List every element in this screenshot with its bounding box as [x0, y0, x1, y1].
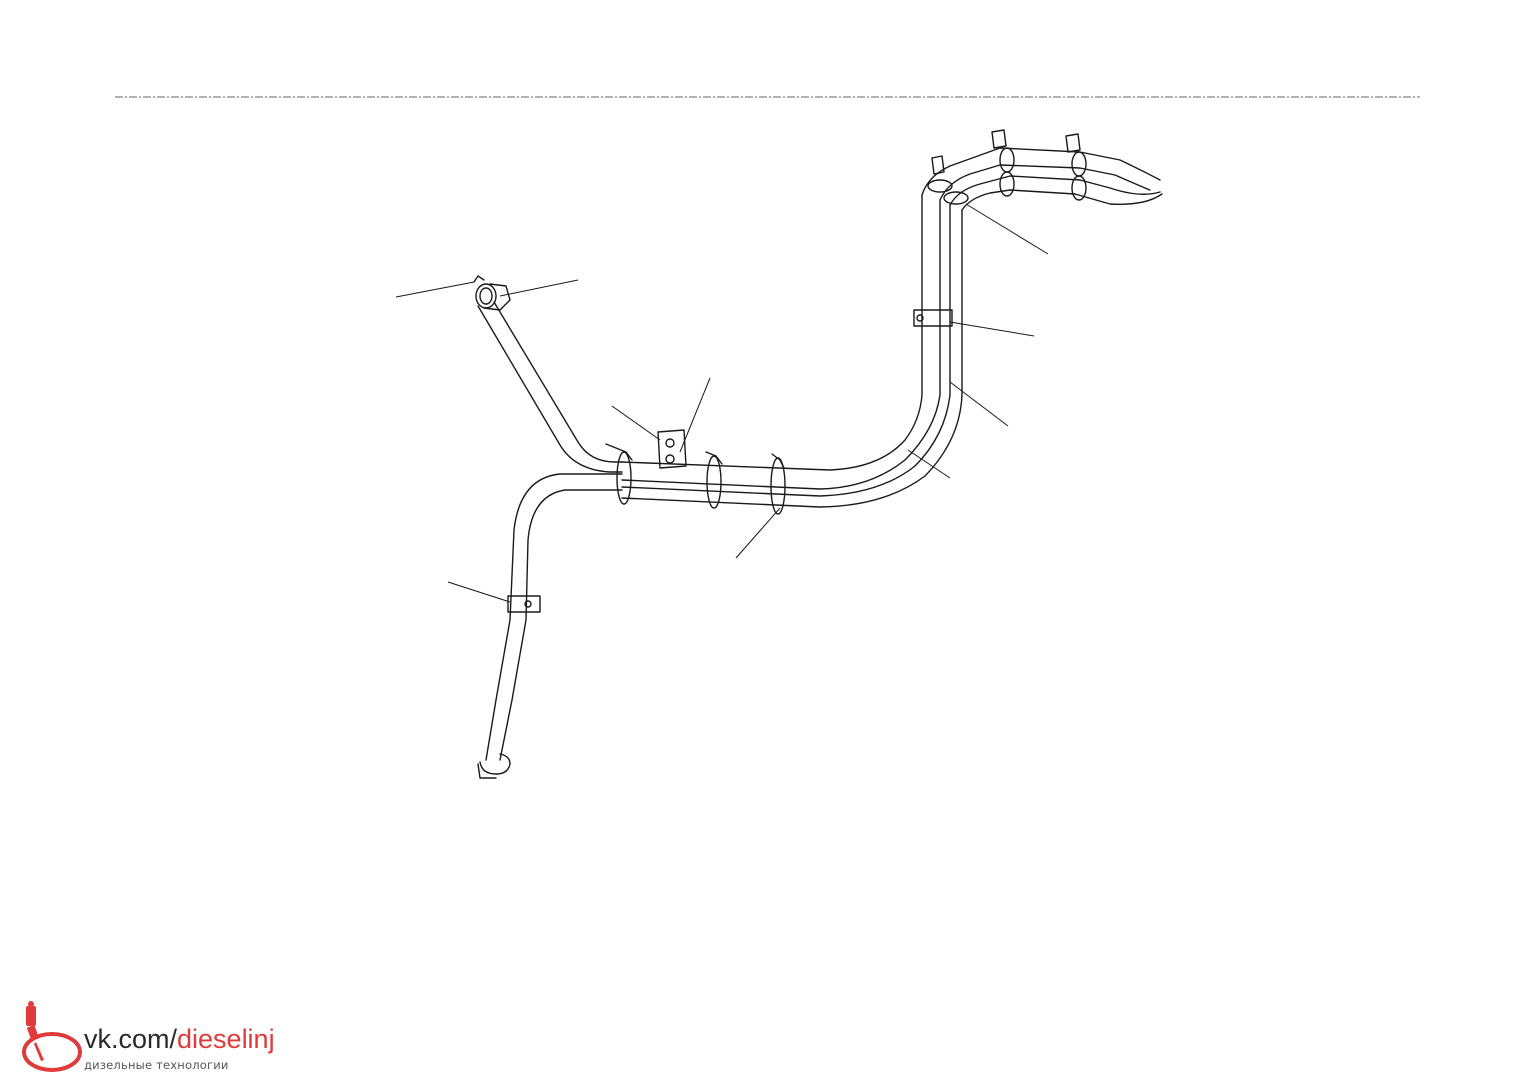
leader-line-1 [395, 281, 475, 298]
leader-line-5 [735, 507, 781, 559]
main-horizontal-pipe [621, 194, 963, 508]
brand-logo[interactable]: vk.com/dieselinj дизельные технологии [14, 1000, 314, 1080]
logo-injector [26, 1001, 44, 1061]
pipe-clip-1 [605, 443, 633, 505]
logo-accent: dieselinj [177, 1024, 275, 1054]
leader-line-10 [965, 203, 1049, 255]
upper-right-brackets [931, 129, 1081, 175]
logo-ring [22, 1032, 82, 1072]
leader-lines [395, 203, 1049, 603]
diesel-injector-logo-icon [22, 1001, 82, 1072]
leader-line-9 [949, 321, 1035, 337]
pipe-clip-2 [705, 451, 723, 509]
leader-line-7 [907, 449, 951, 479]
bottom-fitting [477, 753, 511, 779]
lower-pipe-clamp [507, 595, 541, 613]
vertical-pipe-clamp [913, 309, 953, 327]
logo-subtitle: дизельные технологии [84, 1058, 229, 1072]
upper-fitting [473, 275, 511, 311]
mounting-bracket [657, 429, 687, 469]
leader-line-2 [499, 279, 579, 297]
upper-right-pipes [921, 147, 1163, 211]
leader-line-3 [611, 405, 661, 441]
leader-line-6 [447, 581, 511, 603]
leader-line-8 [949, 381, 1009, 427]
lower-left-pipe [485, 473, 623, 761]
leader-line-4 [679, 377, 711, 453]
pipe-clip-3 [770, 453, 786, 515]
logo-text: vk.com/dieselinj [84, 1026, 275, 1053]
left-upper-pipe [477, 301, 623, 473]
logo-prefix: vk.com/ [84, 1024, 178, 1054]
